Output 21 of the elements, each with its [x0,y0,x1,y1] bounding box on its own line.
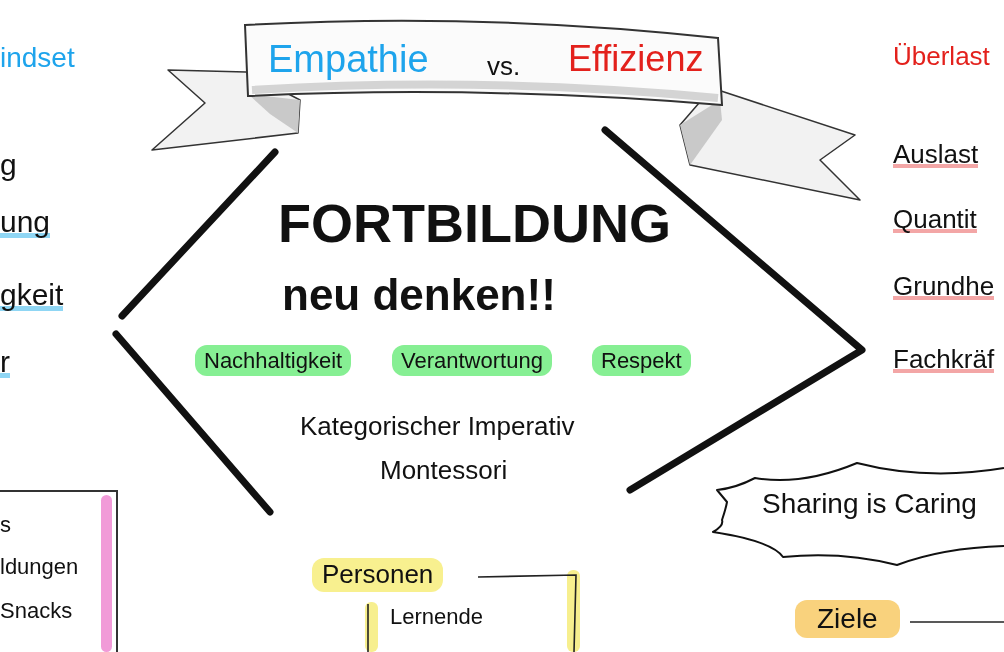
list-item: Lernende [390,604,483,630]
title-text: FORTBILDUNG [278,192,671,255]
concept-text: Kategorischer Imperativ [300,412,575,442]
list-item: ldungen [0,554,79,580]
column-heading: Überlast [893,42,990,72]
concept-text: Montessori [380,456,508,486]
section-heading: Ziele [795,600,900,639]
list-item: Snacks [0,598,73,624]
slogan-text: Sharing is Caring [762,488,977,521]
list-item: s [0,512,11,538]
subtitle-text: neu denken!! [282,270,556,321]
versus-text: vs. [487,52,521,82]
highlighted-keyword: Respekt [592,345,691,377]
heading-text: Empathie [268,38,429,82]
heading-text: Effizienz [568,38,704,80]
column-heading: indset [0,42,75,75]
list-box [0,490,118,652]
highlighted-keyword: Verantwortung [392,345,552,377]
highlighted-keyword: Nachhaltigkeit [195,345,352,377]
list-item: g [0,148,17,183]
section-heading: Personen [312,558,444,592]
